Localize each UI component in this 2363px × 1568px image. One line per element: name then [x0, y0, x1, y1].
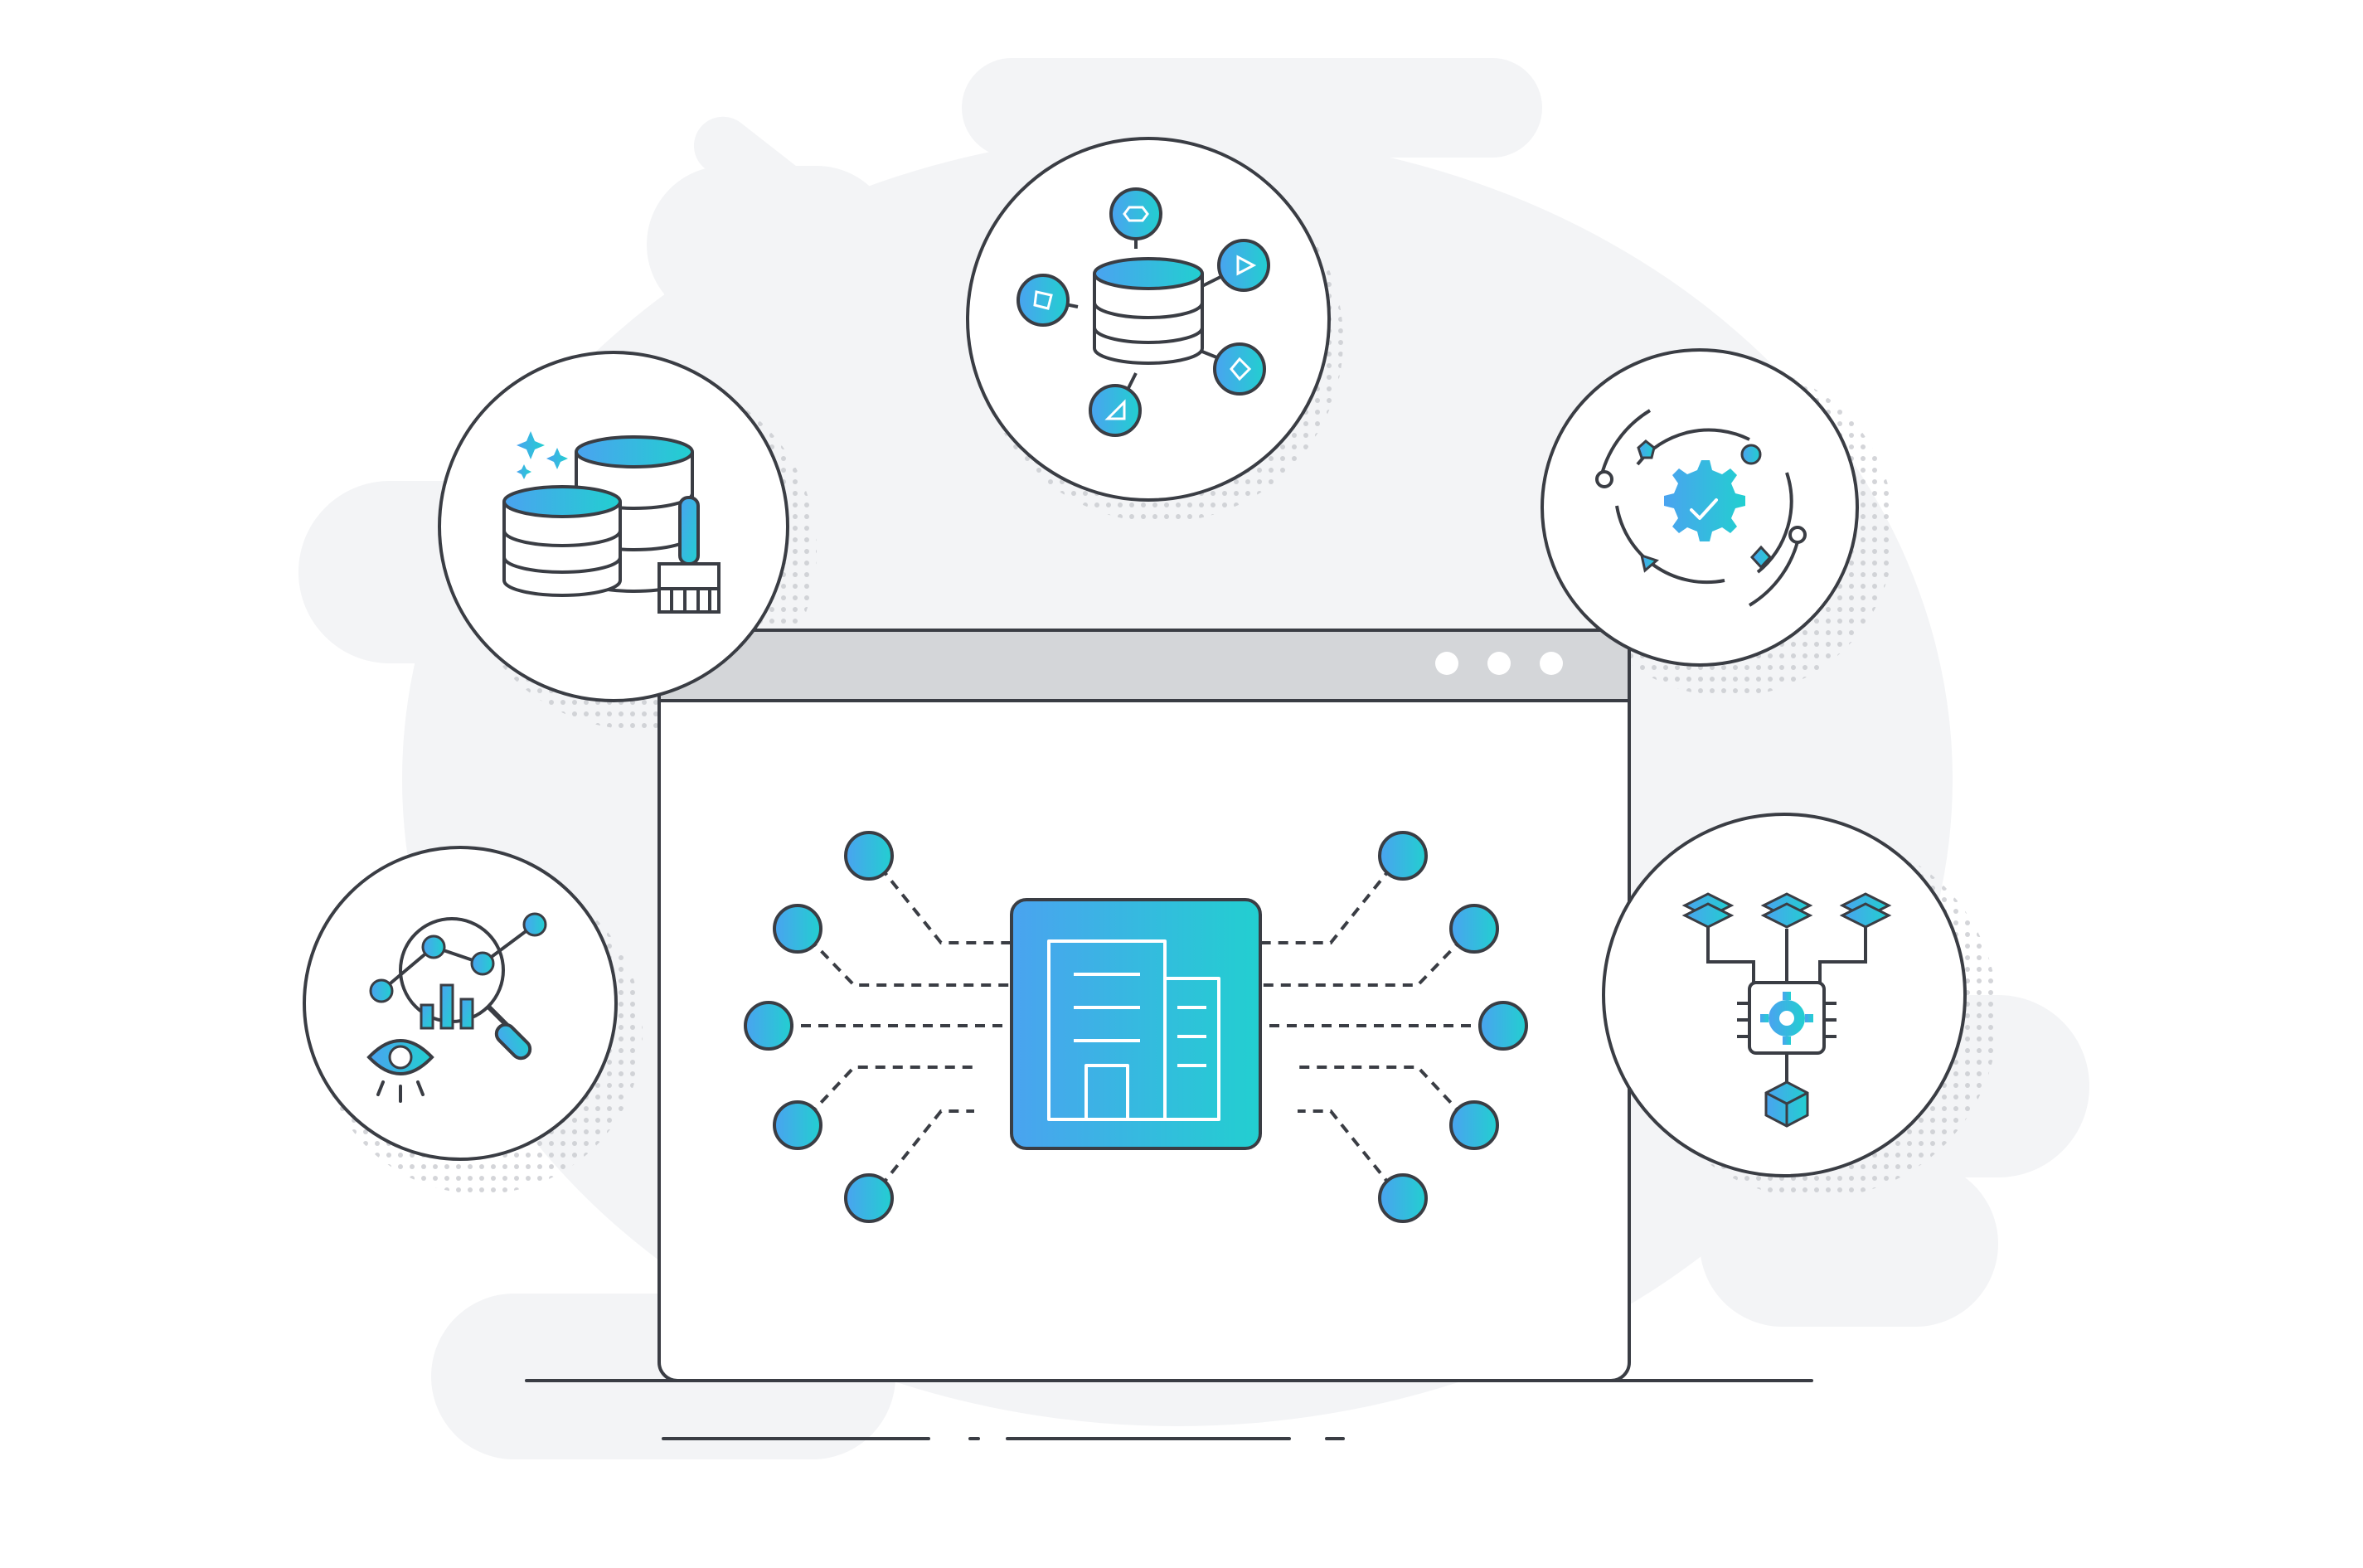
connector-node: [1378, 1173, 1428, 1223]
dashed-connector: [1260, 937, 1464, 987]
hub-tile: [1010, 898, 1262, 1150]
window-dot: [1435, 652, 1458, 675]
gear-check-cycle-icon: [1541, 348, 1859, 667]
hub-connectors: [744, 831, 1528, 1223]
connector-node: [1378, 831, 1428, 881]
connector-node: [744, 1001, 793, 1051]
connector-node: [844, 831, 894, 881]
window-dot: [1487, 652, 1511, 675]
analytics-magnifier-eye-icon: [303, 846, 618, 1161]
connector-node: [844, 1173, 894, 1223]
window-dots: [1435, 652, 1563, 675]
connector-node: [1449, 904, 1499, 954]
connector-node: [773, 904, 822, 954]
database-cleaning-icon: [438, 351, 789, 702]
dashed-connector: [1298, 1066, 1464, 1117]
window-titlebar: [657, 629, 1631, 702]
office-building-icon: [1047, 939, 1220, 1121]
dashed-connector: [1260, 866, 1393, 944]
dashed-connector: [1298, 1109, 1393, 1188]
connector-node: [773, 1100, 822, 1150]
database-network-icon: [966, 137, 1331, 502]
dashed-connector: [808, 1066, 974, 1117]
dashed-connector: [879, 866, 1012, 944]
connector-node: [1478, 1001, 1528, 1051]
dashed-connector: [808, 937, 1012, 987]
dashed-connector: [879, 1109, 974, 1188]
processor-pipeline-icon: [1602, 813, 1967, 1177]
connector-node: [1449, 1100, 1499, 1150]
window-dot: [1540, 652, 1563, 675]
